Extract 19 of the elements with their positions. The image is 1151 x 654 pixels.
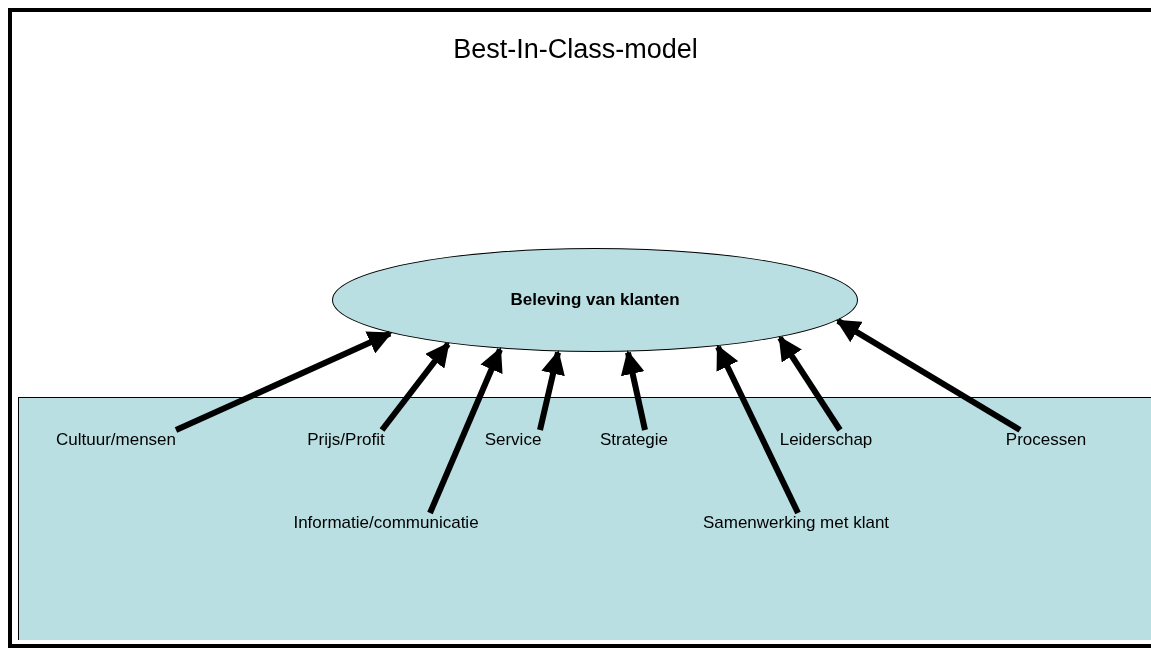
arrow (537, 350, 565, 431)
diagram-title: Best-In-Class-model (453, 34, 698, 64)
factor-label: Processen (1005, 430, 1087, 450)
factor-label: Informatie/communicatie (293, 513, 479, 533)
factor-label: Cultuur/mensen (56, 430, 176, 450)
arrow (835, 318, 1022, 433)
arrow (777, 335, 843, 432)
factor-label: Strategie (600, 430, 668, 450)
arrow (427, 347, 503, 515)
factor-label: Leiderschap (779, 430, 873, 450)
arrow (379, 342, 451, 432)
factor-label: Service (484, 430, 542, 450)
factor-label: Prijs/Profit (307, 430, 385, 450)
arrow (620, 350, 648, 431)
arrow (174, 330, 393, 433)
factor-label: Samenwerking met klant (702, 513, 890, 533)
background-band (18, 397, 1151, 640)
arrow (715, 344, 801, 515)
ellipse-node: Beleving van klanten (332, 248, 858, 352)
